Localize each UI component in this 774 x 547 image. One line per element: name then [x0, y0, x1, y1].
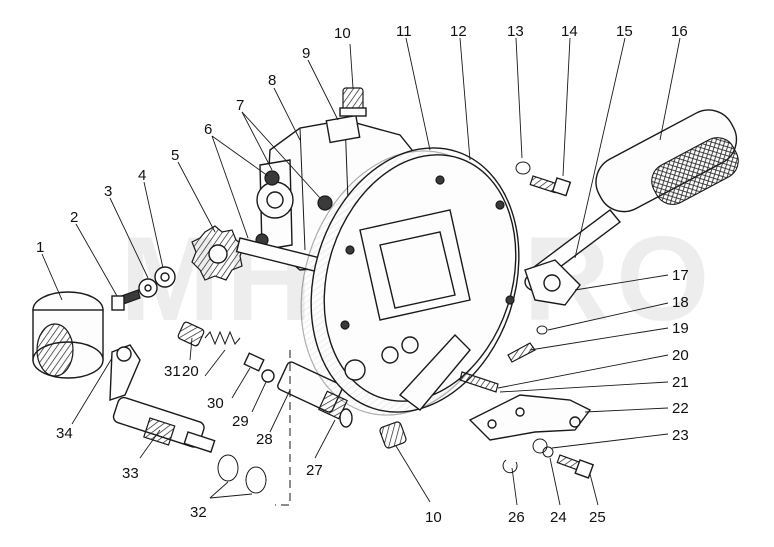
label-6: 6 [204, 121, 212, 138]
label-27: 27 [306, 462, 323, 479]
part-labels: 1 2 3 4 5 6 7 8 9 10 11 12 13 14 15 16 1… [36, 23, 689, 526]
label-20-left: 20 [182, 363, 199, 380]
label-32: 32 [190, 504, 207, 521]
mounting-plate [468, 394, 592, 441]
label-5: 5 [171, 147, 179, 164]
label-9: 9 [302, 45, 310, 62]
label-8: 8 [268, 72, 276, 89]
label-2: 2 [70, 209, 78, 226]
label-13: 13 [507, 23, 524, 40]
spring-valve-set [177, 321, 275, 383]
label-31: 31 [164, 363, 181, 380]
label-12: 12 [450, 23, 467, 40]
label-10-top: 10 [334, 25, 351, 42]
label-3: 3 [104, 183, 112, 200]
plate-fasteners [502, 438, 595, 479]
label-25: 25 [589, 509, 606, 526]
label-11: 11 [396, 23, 412, 40]
flange-fasteners [507, 325, 548, 363]
leader-lines [41, 37, 681, 506]
cover-plate [300, 147, 520, 416]
label-29: 29 [232, 413, 249, 430]
label-34: 34 [56, 425, 73, 442]
label-26: 26 [508, 509, 525, 526]
label-22: 22 [672, 400, 689, 417]
label-33: 33 [122, 465, 139, 482]
lever-shaft [109, 344, 216, 453]
label-20-right: 20 [672, 347, 689, 364]
label-24: 24 [550, 509, 567, 526]
stud-bolt [459, 371, 499, 393]
label-10-bottom: 10 [425, 509, 442, 526]
label-14: 14 [561, 23, 578, 40]
label-1: 1 [36, 239, 44, 256]
label-4: 4 [138, 167, 146, 184]
label-7: 7 [236, 97, 244, 114]
label-15: 15 [616, 23, 633, 40]
cover-bolt [515, 161, 572, 197]
label-23: 23 [672, 427, 689, 444]
label-21: 21 [672, 374, 689, 391]
pump-gear [191, 225, 245, 281]
label-17: 17 [672, 267, 689, 284]
label-16: 16 [671, 23, 688, 40]
label-19: 19 [672, 320, 689, 337]
label-18: 18 [672, 294, 689, 311]
label-30: 30 [207, 395, 224, 412]
bottom-plug [379, 421, 407, 449]
splined-coupling [32, 291, 104, 379]
label-28: 28 [256, 431, 273, 448]
top-plug [339, 87, 367, 117]
pipe-flange [524, 259, 581, 306]
o-ring-seals [217, 454, 267, 494]
small-fasteners [111, 266, 176, 311]
